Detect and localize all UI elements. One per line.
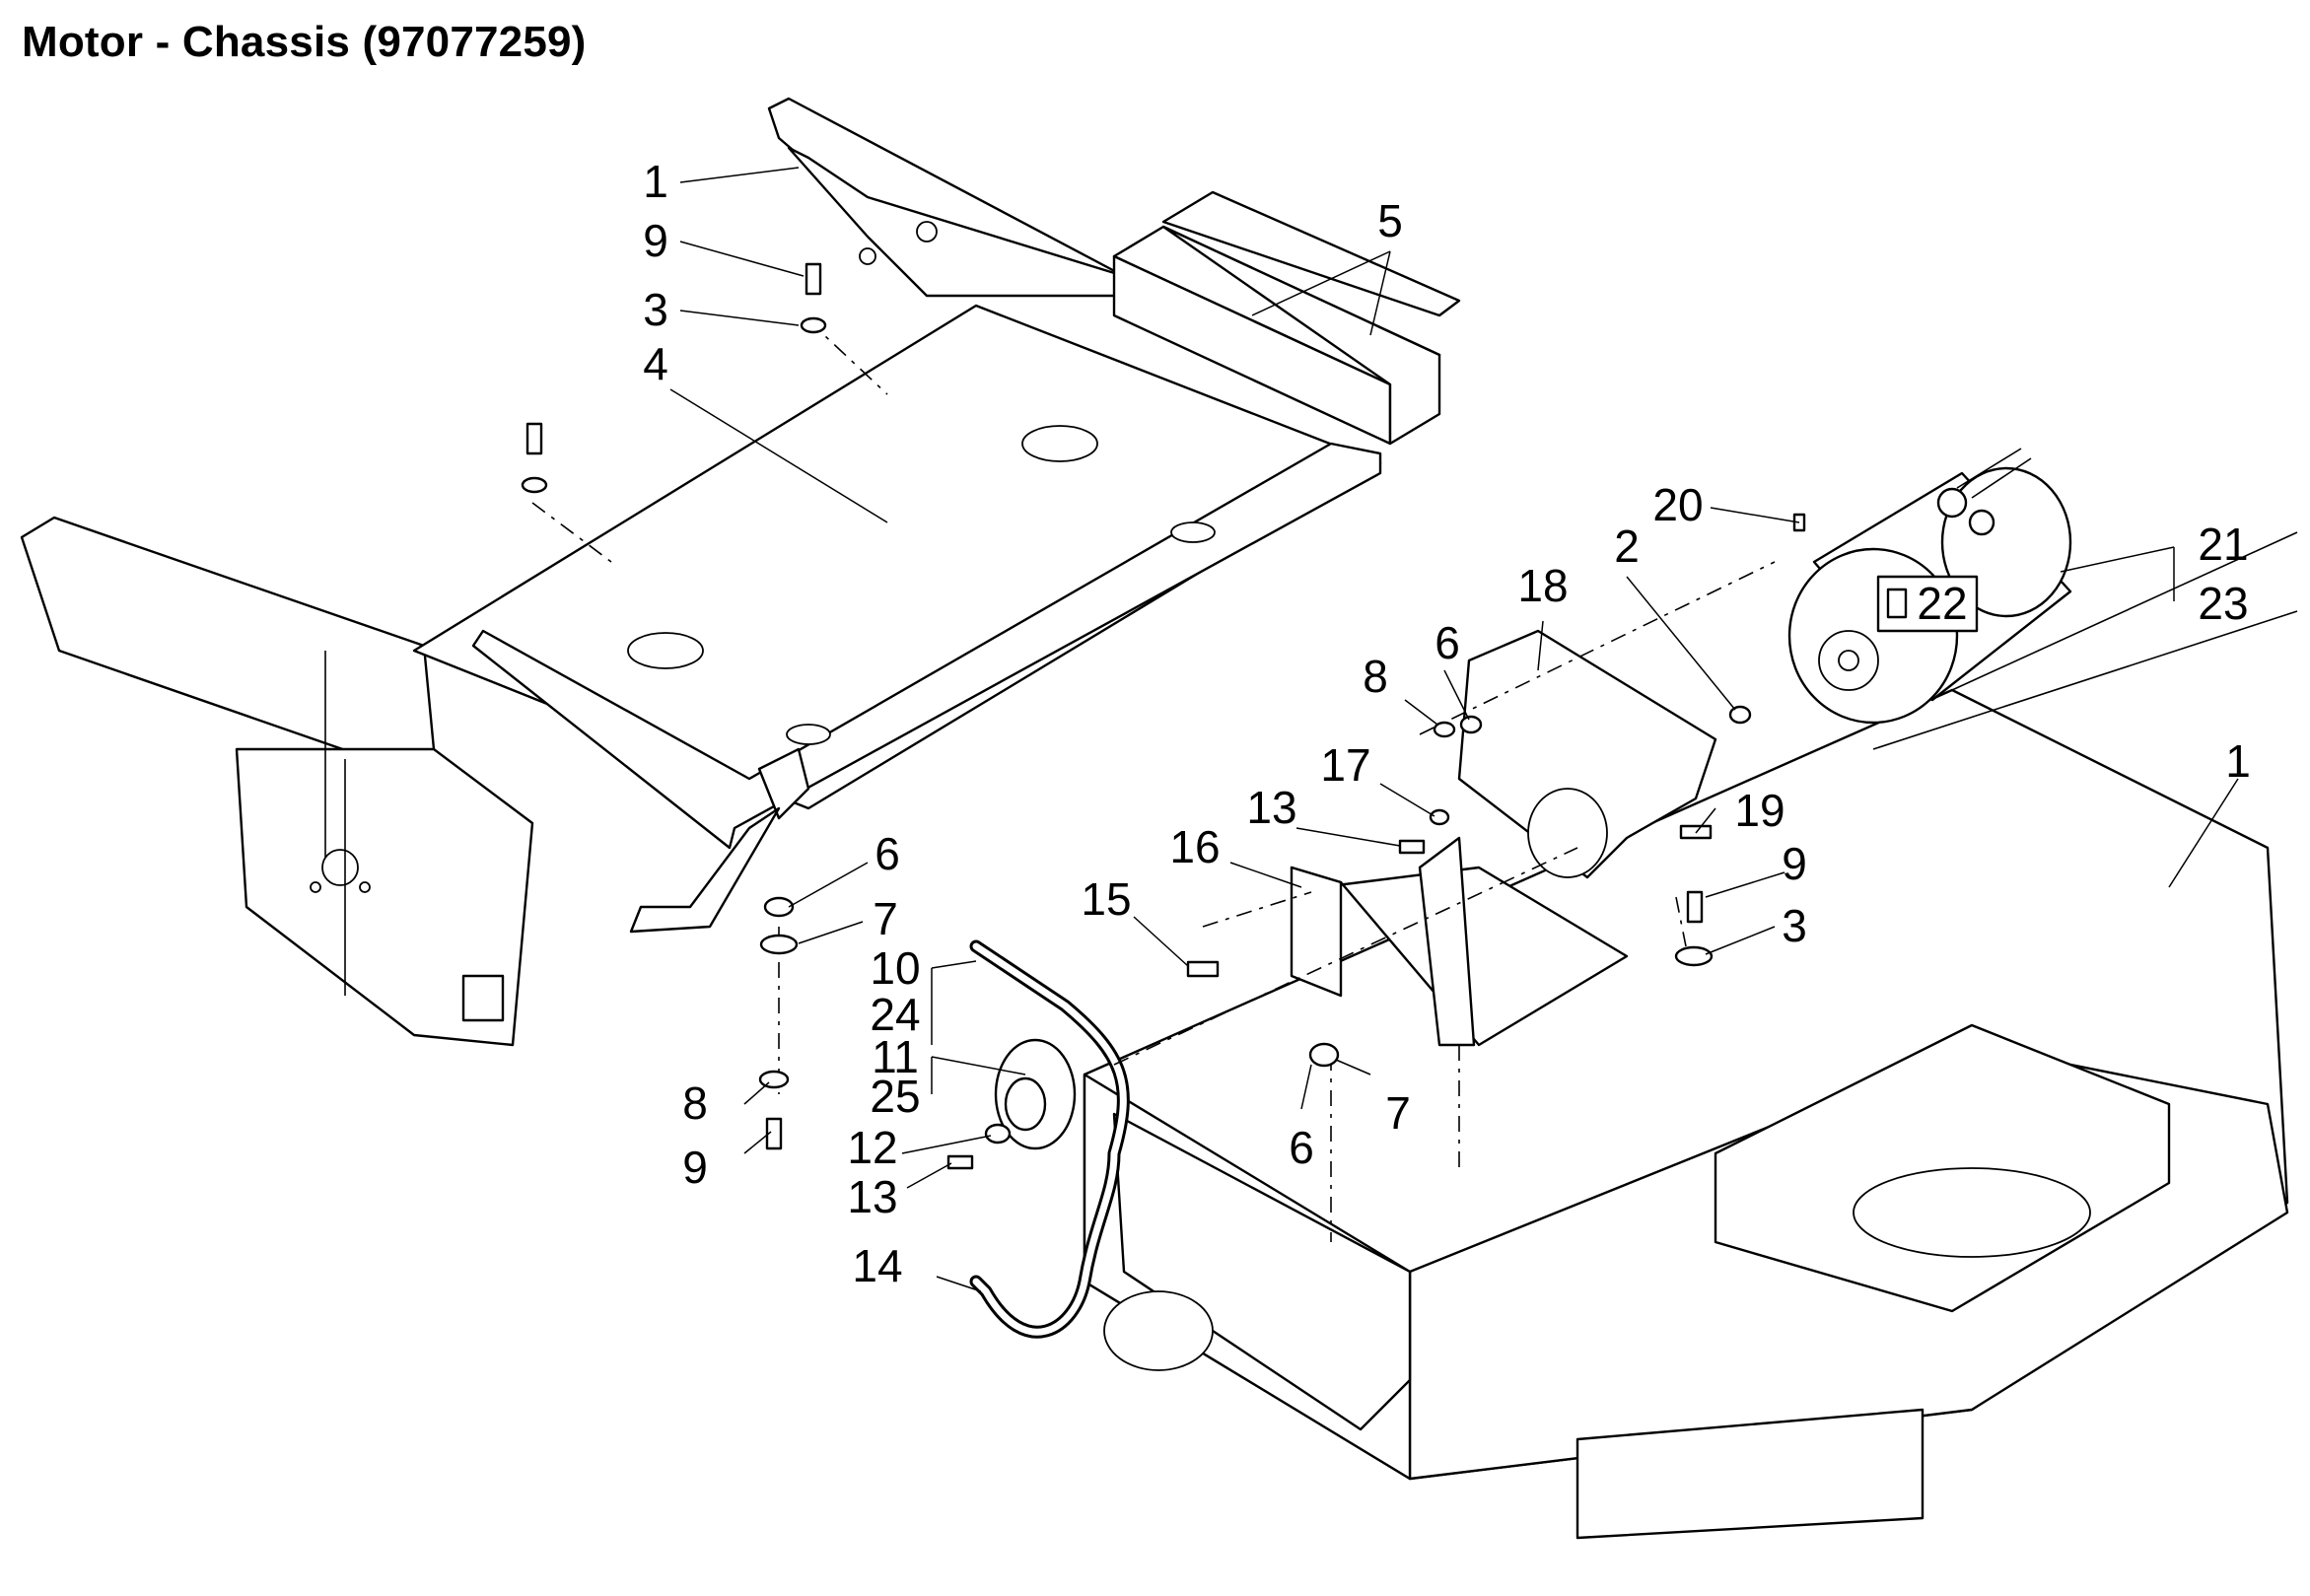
left-side-rail bbox=[20, 516, 534, 1047]
callout-label: 15 bbox=[1081, 873, 1131, 925]
leader-lines bbox=[669, 167, 2239, 1292]
callout-label: 22 bbox=[1917, 578, 1967, 629]
callout-label: 8 bbox=[682, 1077, 708, 1129]
motor-mount-bracket bbox=[1290, 836, 1629, 1047]
callout-label: 21 bbox=[2198, 519, 2248, 570]
callout-label: 3 bbox=[1782, 900, 1807, 951]
foam-blocks bbox=[1112, 190, 1461, 446]
callout-label: 9 bbox=[682, 1142, 708, 1193]
diagram-title: Motor - Chassis (97077259) bbox=[22, 18, 587, 66]
callout-label: 7 bbox=[1385, 1087, 1411, 1139]
callout-label: 25 bbox=[870, 1071, 920, 1122]
motor-cover bbox=[1457, 629, 1717, 879]
main-chassis bbox=[1083, 531, 2298, 1540]
callout-label: 23 bbox=[2198, 578, 2248, 629]
callout-label: 1 bbox=[643, 156, 668, 207]
callout-label: 4 bbox=[643, 338, 668, 389]
callout-label: 9 bbox=[643, 215, 668, 266]
callout-labels: 1 9 3 4 5 20 21 23 22 2 18 6 8 17 13 19 … bbox=[643, 156, 2251, 1291]
callout-label: 6 bbox=[1289, 1122, 1314, 1173]
callout-label: 18 bbox=[1517, 560, 1568, 611]
callout-label: 9 bbox=[1782, 838, 1807, 889]
callout-label: 5 bbox=[1377, 195, 1403, 246]
callout-label: 8 bbox=[1363, 651, 1388, 702]
callout-label: 6 bbox=[1435, 617, 1460, 668]
callout-label: 12 bbox=[847, 1122, 897, 1173]
callout-label: 3 bbox=[643, 284, 668, 335]
callout-label: 13 bbox=[847, 1171, 897, 1222]
rear-bracket-top bbox=[767, 97, 1126, 298]
callout-label: 20 bbox=[1652, 479, 1703, 530]
callout-label: 2 bbox=[1614, 520, 1640, 572]
callout-label: 13 bbox=[1246, 782, 1296, 833]
callout-label: 17 bbox=[1320, 739, 1370, 791]
hardware bbox=[521, 262, 1806, 1170]
callout-label: 10 bbox=[870, 942, 920, 994]
callout-label: 1 bbox=[2225, 735, 2251, 787]
callout-label: 19 bbox=[1734, 785, 1785, 836]
frame-plate bbox=[412, 304, 1382, 934]
belt-side-plate bbox=[1103, 1112, 1412, 1431]
assembly-lines bbox=[531, 319, 1776, 1242]
callout-label: 11 bbox=[872, 1031, 919, 1082]
callout-label: 24 bbox=[870, 989, 920, 1040]
callout-label: 14 bbox=[852, 1240, 902, 1291]
callout-label: 6 bbox=[875, 828, 900, 879]
callout-label: 16 bbox=[1169, 821, 1220, 872]
belt-and-pulley bbox=[969, 939, 1130, 1339]
decal-box bbox=[1876, 575, 1979, 633]
callout-label: 7 bbox=[873, 893, 898, 944]
